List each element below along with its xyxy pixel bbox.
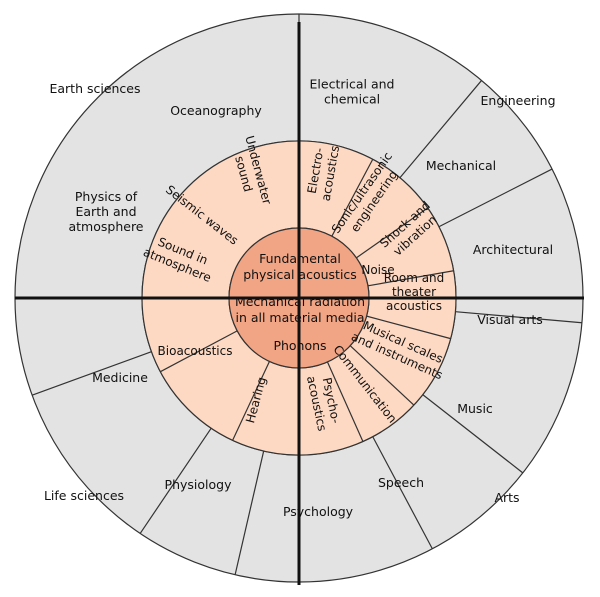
outer-divider-7 [139, 427, 212, 534]
outer-label-music: Music [457, 401, 493, 416]
outer-label-physics-earth-atmosphere-line-2: Earth and [75, 204, 136, 219]
outer-label-visual-arts: Visual arts [477, 312, 543, 327]
outer-label-medicine: Medicine [92, 370, 148, 385]
inner-divider-8 [232, 361, 270, 441]
center-label-phonons: Phonons [273, 338, 326, 353]
inner-label-bioacoustics-line-1: Bioacoustics [158, 344, 233, 358]
outer-label-architectural-line-1: Architectural [473, 242, 553, 257]
outer-divider-4 [422, 394, 524, 474]
outer-label-visual-arts-line-1: Visual arts [477, 312, 543, 327]
center-label-radiation-2: in all material media [235, 310, 364, 325]
outer-label-medicine-line-1: Medicine [92, 370, 148, 385]
center-label-radiation-1: Mechanical radiation [235, 294, 365, 309]
outer-label-oceanography-line-1: Oceanography [170, 103, 262, 118]
inner-divider-4 [366, 315, 451, 340]
outer-divider-5 [372, 436, 433, 550]
center-label-fundamental-1: Fundamental [259, 251, 341, 266]
quadrant-label-engineering: Engineering [481, 93, 556, 108]
inner-label-room-theater-acoustics-line-3: acoustics [386, 299, 442, 313]
outer-label-speech-line-1: Speech [378, 475, 424, 490]
outer-label-psychology-line-1: Psychology [283, 504, 354, 519]
inner-label-noise-line-1: Noise [361, 263, 394, 277]
quadrant-label-arts: Arts [494, 490, 519, 505]
outer-label-mechanical-line-1: Mechanical [426, 158, 496, 173]
outer-label-mechanical: Mechanical [426, 158, 496, 173]
outer-label-architectural: Architectural [473, 242, 553, 257]
inner-divider-5 [349, 345, 415, 406]
inner-label-psycho-acoustics: Psycho-acoustics [304, 372, 344, 433]
inner-divider-6 [326, 361, 364, 442]
outer-label-psychology: Psychology [283, 504, 354, 519]
outer-label-electrical-chemical-line-1: Electrical and [310, 77, 395, 92]
outer-divider-6 [234, 450, 265, 575]
outer-label-physiology-line-1: Physiology [165, 477, 233, 492]
inner-label-bioacoustics: Bioacoustics [158, 344, 233, 358]
outer-divider-3 [455, 311, 582, 324]
outer-divider-8 [31, 351, 152, 396]
center-label-fundamental-2: physical acoustics [243, 267, 357, 282]
outer-label-electrical-chemical-line-2: chemical [324, 92, 380, 107]
outer-divider-2 [438, 168, 553, 228]
center-labels: Fundamental physical acoustics Mechanica… [235, 251, 365, 353]
quadrant-label-life-sciences: Life sciences [44, 488, 124, 503]
inner-divider-2 [355, 207, 428, 259]
outer-label-physics-earth-atmosphere-line-3: atmosphere [69, 219, 144, 234]
outer-label-speech: Speech [378, 475, 424, 490]
quadrant-label-earth-sciences: Earth sciences [49, 81, 140, 96]
outer-divider-1 [399, 80, 483, 179]
inner-label-room-theater-acoustics-line-1: Room and [384, 271, 445, 285]
inner-divider-1 [331, 159, 374, 237]
outer-label-physics-earth-atmosphere-line-1: Physics of [75, 189, 138, 204]
axes [15, 22, 584, 585]
inner-divider-3 [367, 270, 454, 287]
inner-label-room-theater-acoustics-line-2: theater [392, 285, 436, 299]
outer-label-oceanography: Oceanography [170, 103, 262, 118]
outer-label-music-line-1: Music [457, 401, 493, 416]
inner-divider-9 [160, 330, 238, 373]
inner-label-noise: Noise [361, 263, 394, 277]
outer-label-physiology: Physiology [165, 477, 233, 492]
